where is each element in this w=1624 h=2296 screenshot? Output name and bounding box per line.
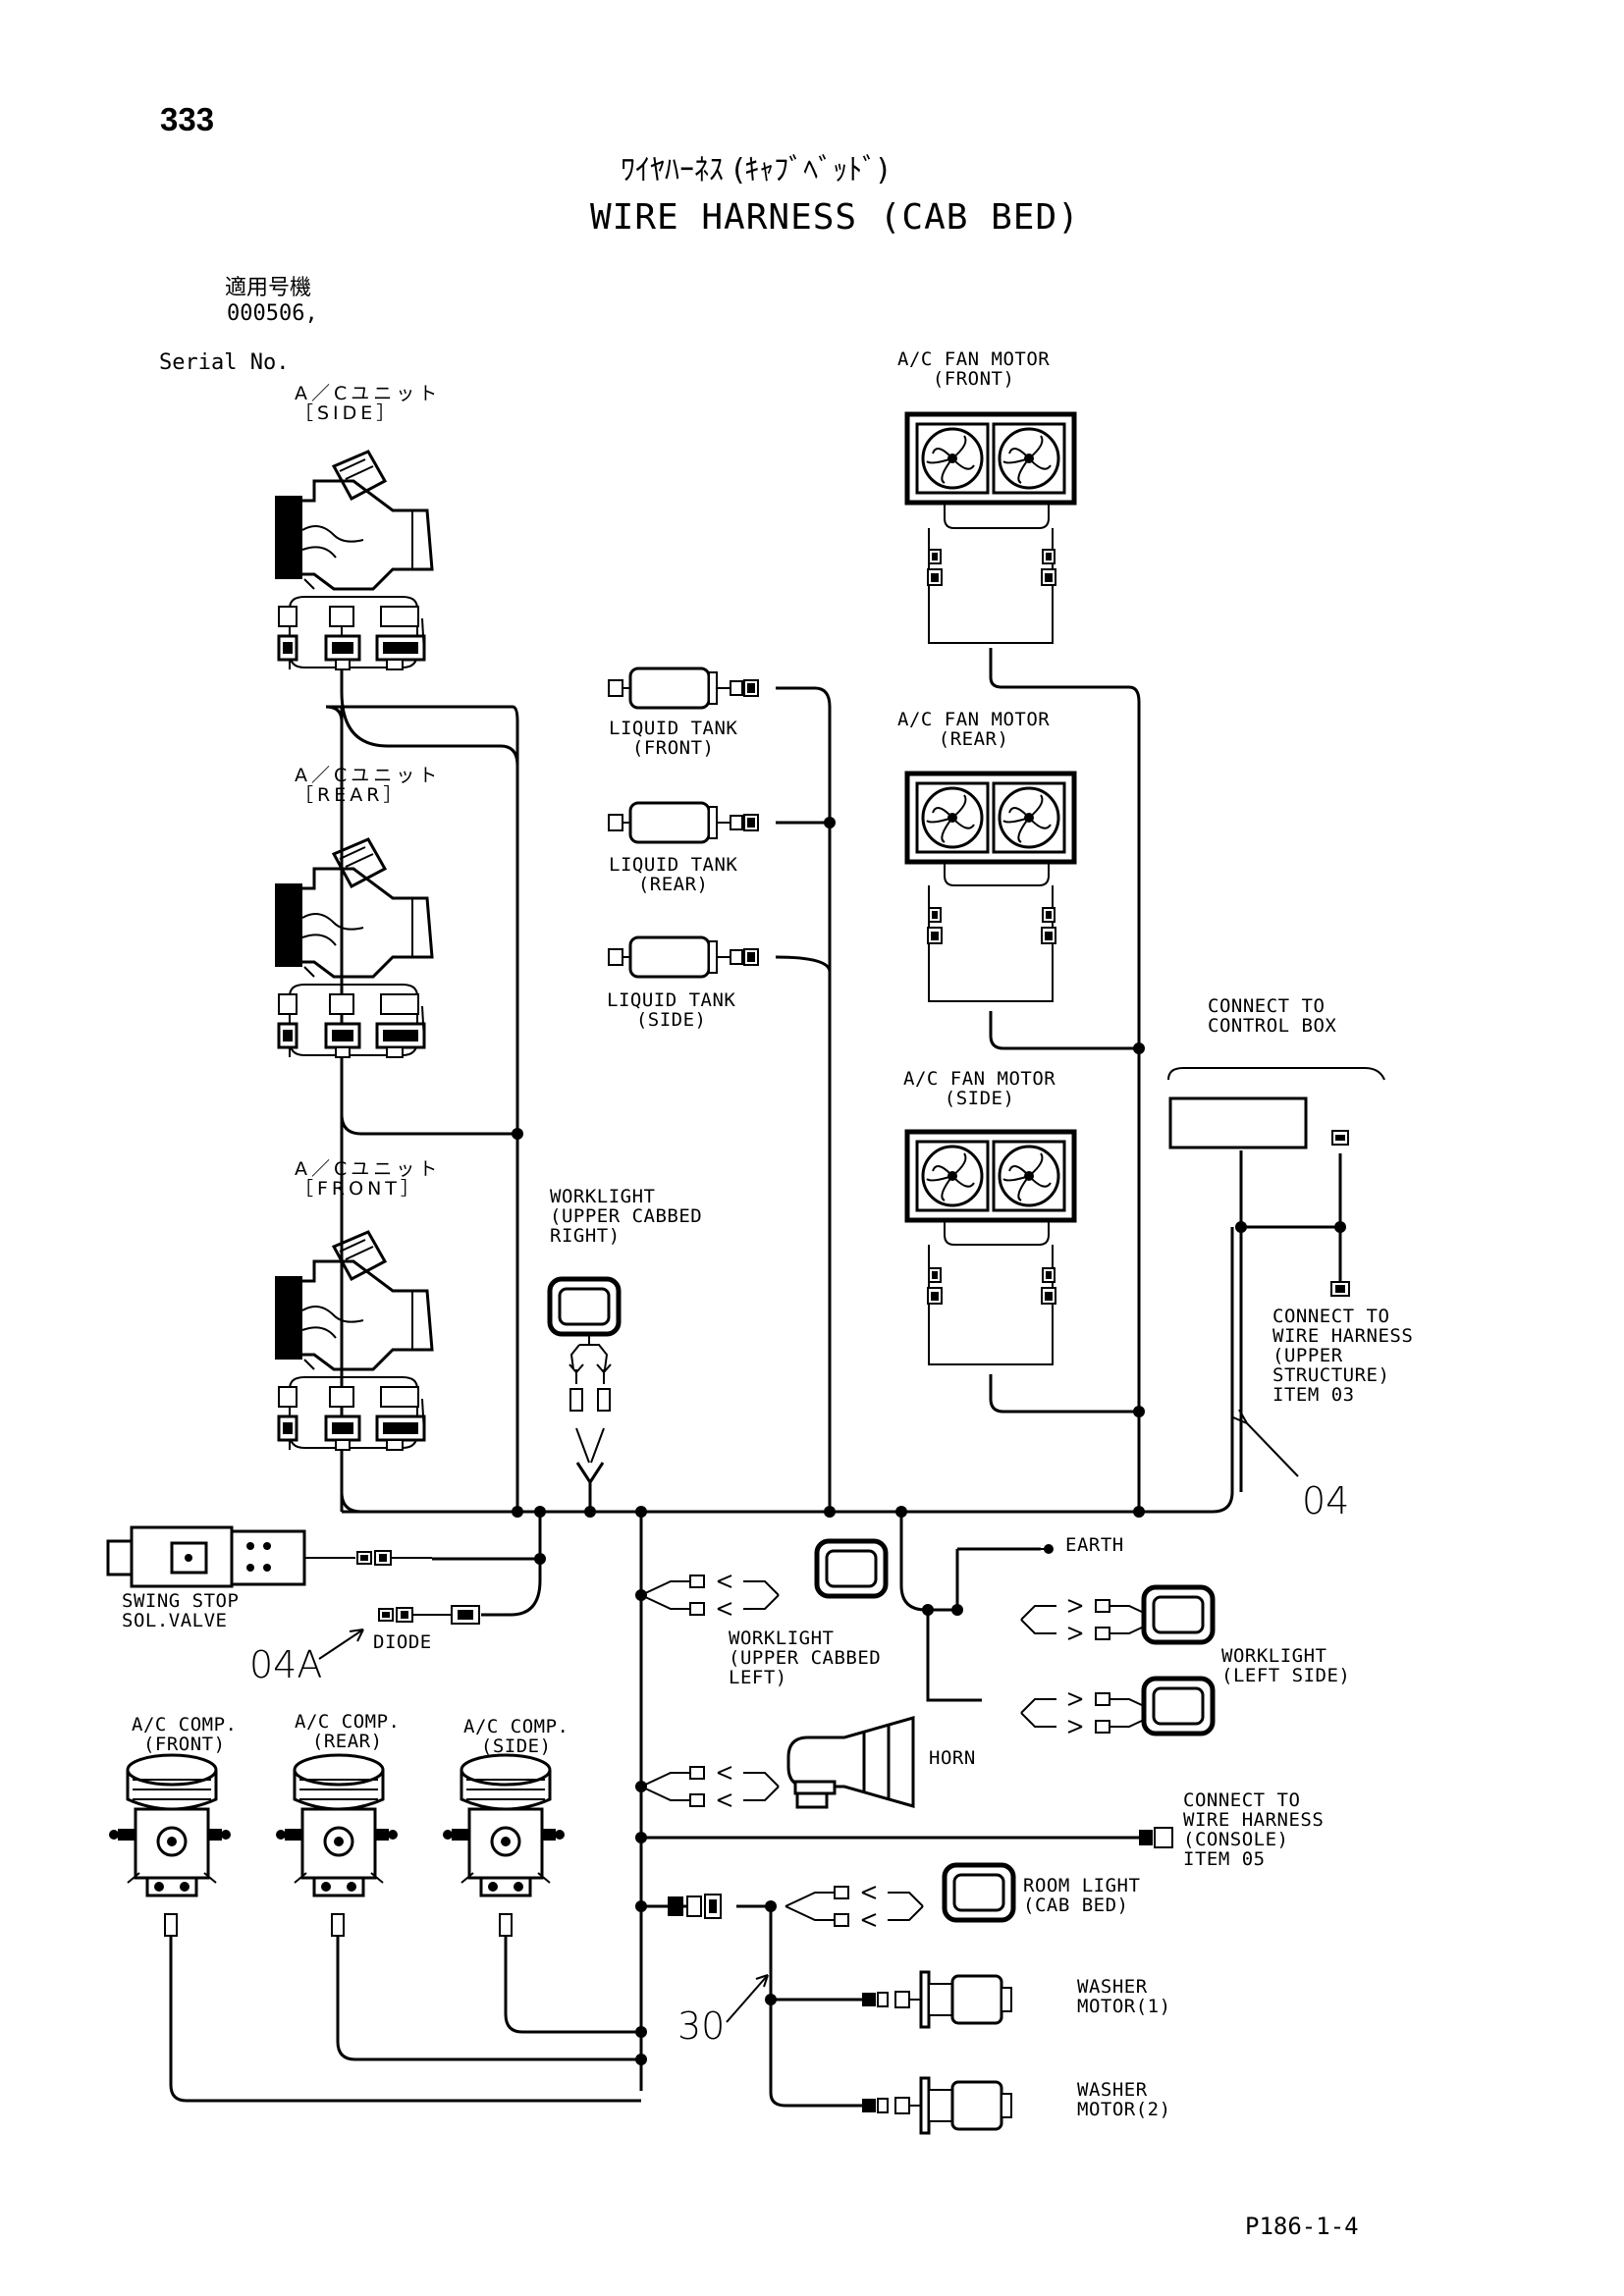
label-control-box: CONNECT TO CONTROL BOX <box>1208 995 1337 1037</box>
label-tank-side: LIQUID TANK (SIDE) <box>607 989 736 1031</box>
label-wh-console: CONNECT TO WIRE HARNESS (CONSOLE) ITEM 0… <box>1183 1789 1325 1870</box>
label-fan-front: A/C FAN MOTOR (FRONT) <box>897 348 1051 390</box>
label-fan-rear: A/C FAN MOTOR (REAR) <box>897 709 1051 750</box>
label-horn: HORN <box>929 1747 976 1769</box>
label-comp-rear: A/C COMP. (REAR) <box>295 1711 401 1752</box>
serial-value: 000506, <box>226 300 318 326</box>
label-swing-stop: SWING STOP SOL.VALVE <box>122 1590 240 1631</box>
label-diode: DIODE <box>373 1631 432 1653</box>
label-worklight-right: WORKLIGHT (UPPER CABBED RIGHT) <box>550 1186 703 1247</box>
label-tank-front: LIQUID TANK (FRONT) <box>609 718 738 759</box>
callout-04: 04 <box>1302 1479 1350 1522</box>
callout-04a: 04A <box>249 1643 323 1686</box>
footer-code: P186-1-4 <box>1245 2213 1359 2240</box>
title-english: WIRE HARNESS (CAB BED) <box>590 197 1080 238</box>
title-japanese: ﾜｲﾔﾊｰﾈｽ (ｷｬﾌﾞﾍﾞｯﾄﾞ) <box>621 153 889 187</box>
label-washer2: WASHER MOTOR(2) <box>1077 2079 1171 2120</box>
label-ac-unit-rear: A／Cユニット ［REAR］ <box>295 765 442 806</box>
label-worklight-left-cab: WORKLIGHT (UPPER CABBED LEFT) <box>729 1628 882 1688</box>
label-ac-unit-side: A／Cユニット ［SIDE］ <box>295 383 442 424</box>
serial-block: 適用号機 000506, Serial No. <box>159 251 318 375</box>
label-earth: EARTH <box>1065 1534 1124 1556</box>
label-wh-upper: CONNECT TO WIRE HARNESS (UPPER STRUCTURE… <box>1272 1306 1414 1406</box>
label-fan-side: A/C FAN MOTOR (SIDE) <box>903 1068 1056 1109</box>
label-washer1: WASHER MOTOR(1) <box>1077 1976 1171 2017</box>
label-ac-unit-front: A／Cユニット ［FRONT］ <box>295 1158 442 1200</box>
label-comp-side: A/C COMP. (SIDE) <box>463 1716 569 1757</box>
label-tank-rear: LIQUID TANK (REAR) <box>609 854 738 895</box>
label-worklight-left-side: WORKLIGHT (LEFT SIDE) <box>1221 1645 1351 1686</box>
label-room-light: ROOM LIGHT (CAB BED) <box>1023 1875 1141 1916</box>
page-number: 333 <box>160 101 215 137</box>
label-comp-front: A/C COMP. (FRONT) <box>132 1714 238 1755</box>
callout-30: 30 <box>677 2004 726 2048</box>
serial-label-jp: 適用号機 <box>224 276 311 301</box>
serial-label-en: Serial No. <box>159 350 290 376</box>
